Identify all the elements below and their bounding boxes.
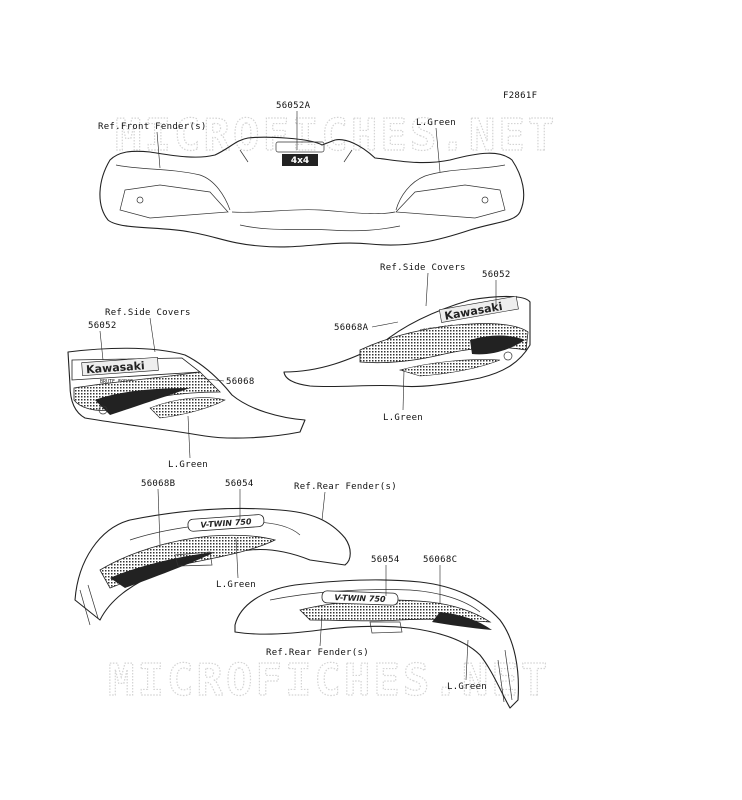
- rear2-color-label: L.Green: [447, 682, 487, 692]
- front-ref-leader: [156, 131, 161, 169]
- rear2-part-a-label: 56054: [371, 555, 400, 565]
- right-part-a-label: 56052: [482, 270, 511, 280]
- front-fender: 4x4: [99, 136, 525, 248]
- rear1-engine-badge: V-TWIN 750: [200, 517, 252, 530]
- right-ref-leader: [425, 272, 429, 307]
- right-kawasaki-logo: Kawasaki: [443, 300, 503, 323]
- figure-code: F2861F: [503, 91, 537, 101]
- front-ref-label: Ref.Front Fender(s): [98, 122, 207, 132]
- rear1-color-leader: [235, 537, 239, 579]
- rear1-part-a-label: 56068B: [141, 479, 175, 489]
- right-ref-label: Ref.Side Covers: [380, 263, 466, 273]
- watermark-top: MICROFICHES.NET: [115, 110, 557, 161]
- right-part-b-label: 56068A: [334, 323, 369, 333]
- rear1-part-b-label: 56054: [225, 479, 254, 489]
- rear1-ref-leader: [321, 491, 326, 521]
- rear1-color-label: L.Green: [216, 580, 256, 590]
- right-color-leader: [402, 369, 405, 411]
- rear2-engine-badge: V-TWIN 750: [334, 593, 386, 604]
- front-part-label: 56052A: [276, 101, 311, 111]
- rear1-ref-label: Ref.Rear Fender(s): [294, 482, 397, 492]
- rear2-ref-label: Ref.Rear Fender(s): [266, 648, 369, 658]
- watermark-bottom: MICROFICHES.NET: [108, 655, 550, 706]
- left-kawasaki-logo: Kawasaki: [86, 359, 145, 376]
- front-color-leader: [435, 127, 441, 173]
- left-ref-leader: [149, 317, 156, 353]
- right-color-label: L.Green: [383, 413, 423, 423]
- rear-fender-upper: V-TWIN 750: [74, 507, 351, 626]
- left-color-leader: [187, 415, 191, 459]
- rear2-color-leader: [465, 639, 469, 681]
- left-color-label: L.Green: [168, 460, 208, 470]
- left-ref-label: Ref.Side Covers: [105, 308, 191, 318]
- rear2-part-b-label: 56068C: [423, 555, 457, 565]
- front-color-label: L.Green: [416, 118, 456, 128]
- rear-fender-lower: V-TWIN 750: [234, 579, 519, 709]
- left-part-b-label: 56068: [226, 377, 255, 387]
- rear2-ref-leader: [319, 614, 323, 647]
- right-part-b-leader: [371, 321, 399, 328]
- badge-4x4-plate: [282, 154, 318, 166]
- left-part-b-leader: [197, 377, 225, 382]
- left-part-a-leader: [99, 330, 104, 361]
- left-side-cover: Kawasaki BRUTE FORCE: [67, 347, 306, 439]
- badge-4x4-text: 4x4: [291, 156, 309, 166]
- rear1-part-a-leader: [157, 488, 161, 546]
- left-part-a-label: 56052: [88, 321, 117, 331]
- right-side-cover: Kawasaki BRUTE FORCE: [283, 295, 531, 388]
